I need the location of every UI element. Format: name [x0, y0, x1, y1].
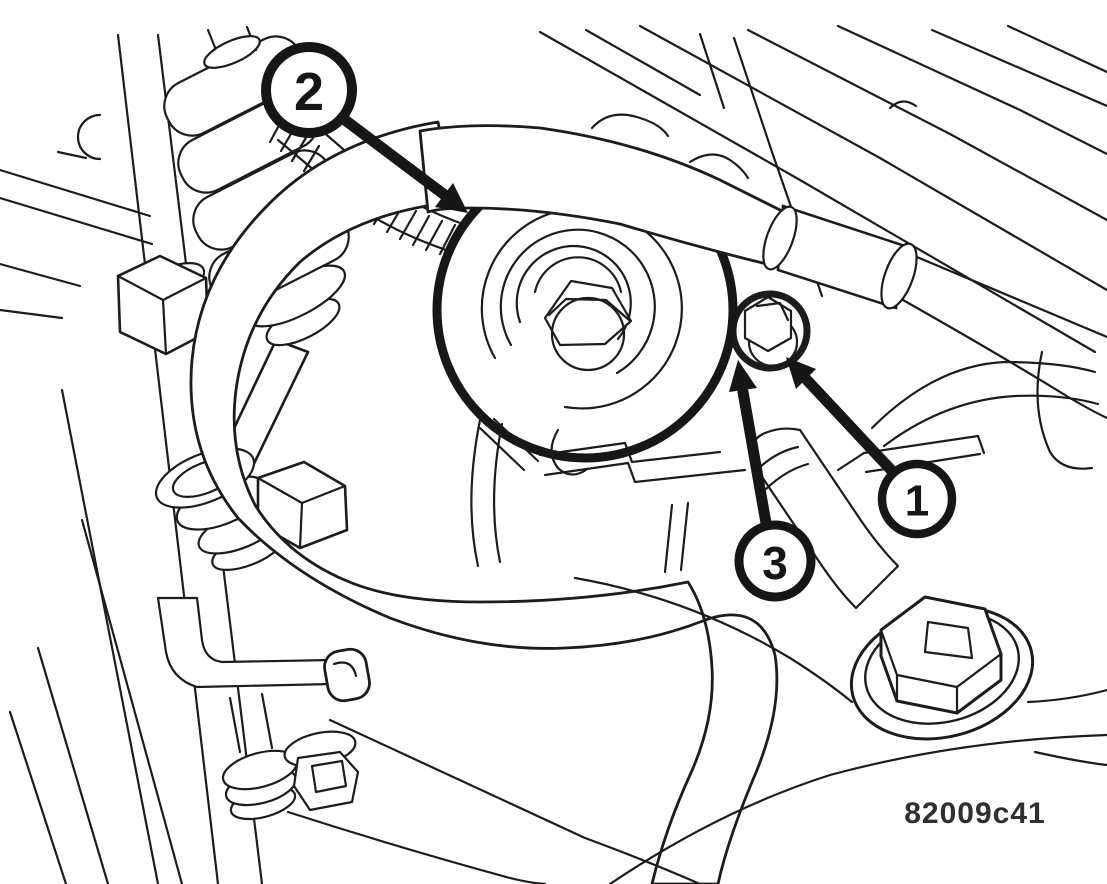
callout-1-number: 1 [905, 477, 929, 526]
hose-clip [323, 647, 371, 703]
elbow-tube [156, 596, 334, 689]
callout-arrows [339, 114, 899, 529]
background-tubes [538, 24, 1107, 474]
callout-arrow-1 [786, 357, 899, 478]
callout-2-number: 2 [294, 62, 324, 122]
main-hose [189, 120, 779, 884]
callout-badges: 2 1 3 [261, 42, 957, 602]
hex-socket [543, 279, 633, 347]
callout-3-badge: 3 [734, 520, 816, 602]
lower-right-arm [286, 576, 1107, 884]
upper-hose [418, 113, 918, 310]
callout-3-number: 3 [762, 537, 788, 589]
mounting-bracket [470, 417, 747, 574]
hex-head [743, 295, 793, 353]
callout-arrow-2 [339, 114, 468, 213]
left-tube-bundle [0, 33, 264, 884]
callout-arrow-3 [729, 360, 772, 529]
callout-1-badge: 1 [877, 459, 957, 539]
flange-nut [292, 750, 360, 812]
lower-left-fittings [156, 596, 371, 821]
figure-code: 82009c41 [904, 797, 1045, 830]
small-hex-fitting-bolt [729, 290, 811, 372]
callout-2-badge: 2 [261, 42, 357, 138]
center-bolt [550, 296, 626, 372]
upper-left-hex-fitting [116, 254, 210, 356]
